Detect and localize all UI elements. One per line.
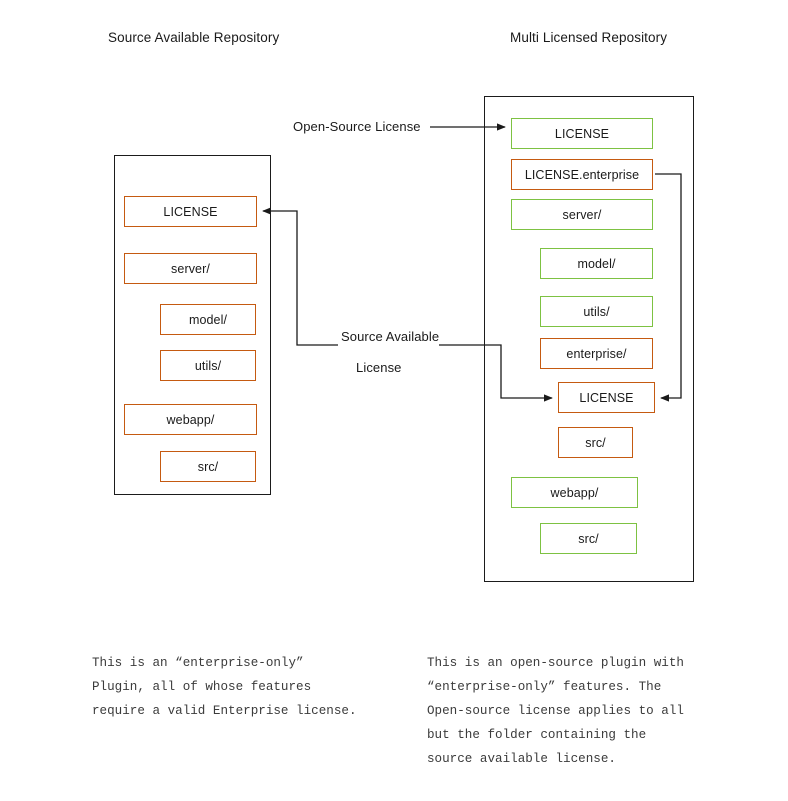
left-repo-caption: This is an “enterprise-only” Plugin, all… xyxy=(92,656,357,718)
edge-label-open-source-license: Open-Source License xyxy=(293,119,421,134)
right-repo-node-src[interactable]: src/ xyxy=(540,523,637,554)
right-repo-node-license[interactable]: LICENSE xyxy=(511,118,653,149)
right-repo-node-model[interactable]: model/ xyxy=(540,248,653,279)
right-repo-node-webapp[interactable]: webapp/ xyxy=(511,477,638,508)
left-repo-frame xyxy=(114,155,271,495)
right-repo-frame xyxy=(484,96,694,582)
edge-label-source-available-line2: License xyxy=(356,360,402,375)
edge-label-source-available-line1: Source Available xyxy=(341,329,440,344)
edge-source-available-to-left xyxy=(262,207,338,346)
left-repo-title: Source Available Repository xyxy=(108,30,280,45)
right-repo-caption: This is an open-source plugin with “ente… xyxy=(427,656,684,766)
right-repo-node-server[interactable]: server/ xyxy=(511,199,653,230)
left-repo-node-license[interactable]: LICENSE xyxy=(124,196,257,227)
edge-license-enterprise-link xyxy=(655,173,682,402)
left-repo-node-utils[interactable]: utils/ xyxy=(160,350,256,381)
edge-source-available-to-right xyxy=(439,344,553,402)
left-repo-node-server[interactable]: server/ xyxy=(124,253,257,284)
right-repo-node-utils[interactable]: utils/ xyxy=(540,296,653,327)
right-repo-node-src[interactable]: src/ xyxy=(558,427,633,458)
left-repo-node-model[interactable]: model/ xyxy=(160,304,256,335)
left-repo-node-webapp[interactable]: webapp/ xyxy=(124,404,257,435)
right-repo-node-enterprise[interactable]: enterprise/ xyxy=(540,338,653,369)
right-repo-title: Multi Licensed Repository xyxy=(510,30,668,45)
right-repo-node-license-enterprise[interactable]: LICENSE.enterprise xyxy=(511,159,653,190)
right-repo-node-license[interactable]: LICENSE xyxy=(558,382,655,413)
left-repo-node-src[interactable]: src/ xyxy=(160,451,256,482)
